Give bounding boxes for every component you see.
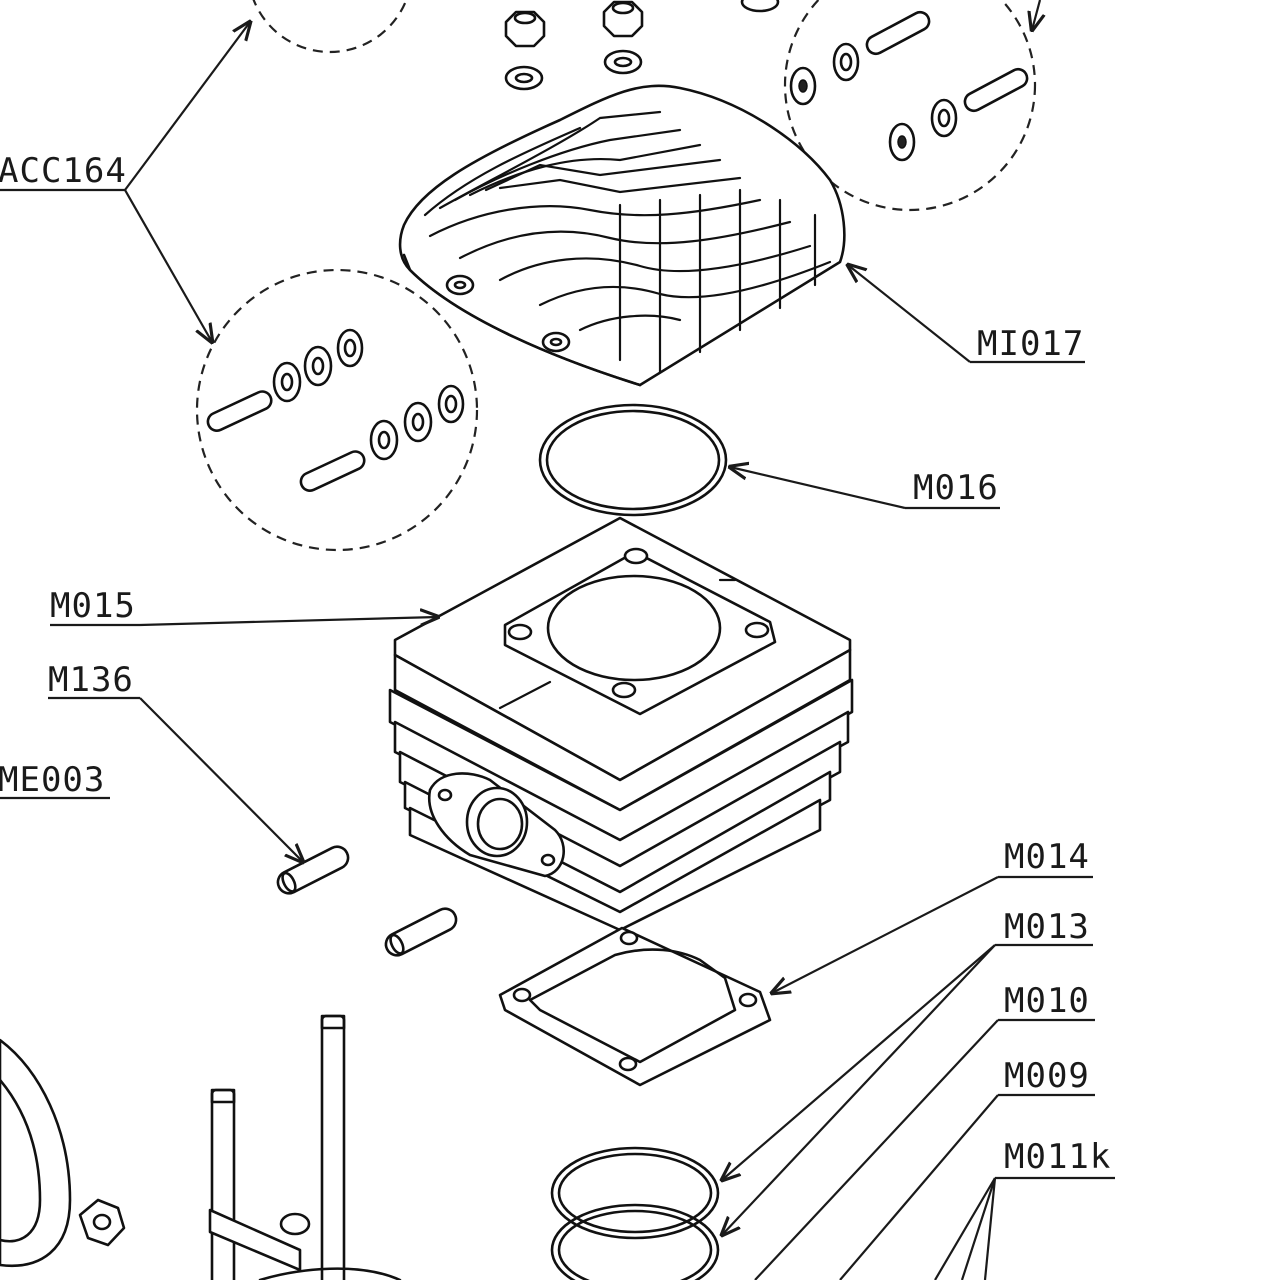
lower-left-parts bbox=[0, 1014, 402, 1280]
label-m013: M013 bbox=[1004, 907, 1090, 947]
detail-circle-left bbox=[195, 268, 479, 552]
head-gasket-ring bbox=[538, 403, 728, 517]
label-acc164: ACC164 bbox=[0, 151, 127, 191]
label-m011k: M011k bbox=[1004, 1137, 1111, 1177]
label-me003: ME003 bbox=[0, 760, 105, 800]
detail-circle-top-left bbox=[252, 0, 408, 54]
label-m010: M010 bbox=[1004, 981, 1090, 1021]
piston-rings bbox=[550, 1146, 720, 1280]
base-gasket bbox=[498, 926, 772, 1087]
detail-circle-top-right bbox=[783, 0, 1037, 212]
label-m015: M015 bbox=[50, 586, 136, 626]
leader-lines bbox=[0, 0, 1115, 1280]
label-m016: M016 bbox=[913, 468, 999, 508]
cylinder-head bbox=[398, 84, 846, 387]
label-m136: M136 bbox=[48, 660, 134, 700]
cylinder bbox=[388, 516, 854, 932]
label-mi017: MI017 bbox=[977, 324, 1084, 364]
head-nuts bbox=[504, 0, 780, 91]
label-m014: M014 bbox=[1004, 837, 1090, 877]
dowel-pins bbox=[276, 845, 458, 957]
label-m009: M009 bbox=[1004, 1056, 1090, 1096]
